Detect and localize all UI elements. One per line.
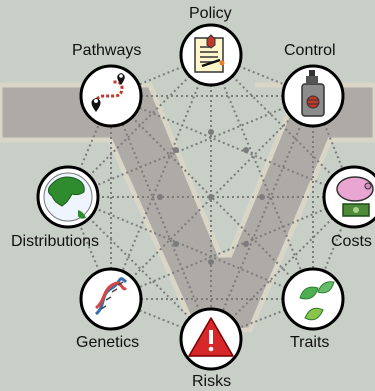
label-policy: Policy	[189, 5, 232, 22]
leaves-icon	[299, 281, 335, 321]
node-control[interactable]	[281, 64, 345, 128]
connector-policy-traits	[210, 54, 314, 300]
dna-helix-icon	[94, 277, 128, 316]
label-control: Control	[284, 42, 336, 59]
certificate-document-icon	[194, 34, 225, 73]
piggy-bank-money-icon	[336, 176, 374, 217]
spray-can-icon	[301, 70, 325, 117]
connector-traits-distributions	[67, 196, 314, 300]
label-risks: Risks	[192, 373, 232, 390]
connector-junction-dot	[243, 241, 249, 247]
connector-risks-distributions	[67, 196, 212, 340]
connector-costs-risks	[210, 196, 355, 340]
node-risks[interactable]	[179, 307, 243, 371]
connector-junction-dot	[173, 147, 179, 153]
connector-risks-pathways	[110, 95, 212, 340]
node-pathways[interactable]	[79, 64, 143, 128]
connector-policy-genetics	[110, 54, 212, 300]
node-policy[interactable]	[179, 23, 243, 87]
connector-junction-dot	[208, 259, 214, 265]
warning-triangle-icon	[188, 317, 234, 357]
node-distributions[interactable]	[36, 165, 100, 229]
node-genetics[interactable]	[79, 267, 143, 331]
connector-costs-genetics	[110, 196, 355, 300]
route-map-pins-icon	[91, 73, 125, 112]
node-traits[interactable]	[281, 267, 345, 331]
connector-junction-dot	[173, 241, 179, 247]
label-costs: Costs	[331, 233, 372, 250]
connector-control-risks	[210, 95, 314, 340]
connector-genetics-distributions	[67, 196, 112, 300]
label-pathways: Pathways	[72, 42, 142, 59]
connector-junction-dot	[243, 147, 249, 153]
connector-junction-dot	[208, 194, 214, 200]
connector-junctions	[157, 129, 265, 265]
connector-costs-pathways	[110, 95, 355, 198]
label-distributions: Distributions	[11, 233, 100, 250]
label-traits: Traits	[290, 334, 330, 351]
label-genetics: Genetics	[76, 334, 140, 351]
connector-control-distributions	[67, 95, 314, 198]
connector-junction-dot	[157, 194, 163, 200]
connector-junction-dot	[208, 129, 214, 135]
connector-junction-dot	[259, 194, 265, 200]
connector-policy-costs	[210, 54, 355, 198]
node-costs[interactable]	[322, 165, 375, 229]
globe-icon	[43, 172, 93, 222]
